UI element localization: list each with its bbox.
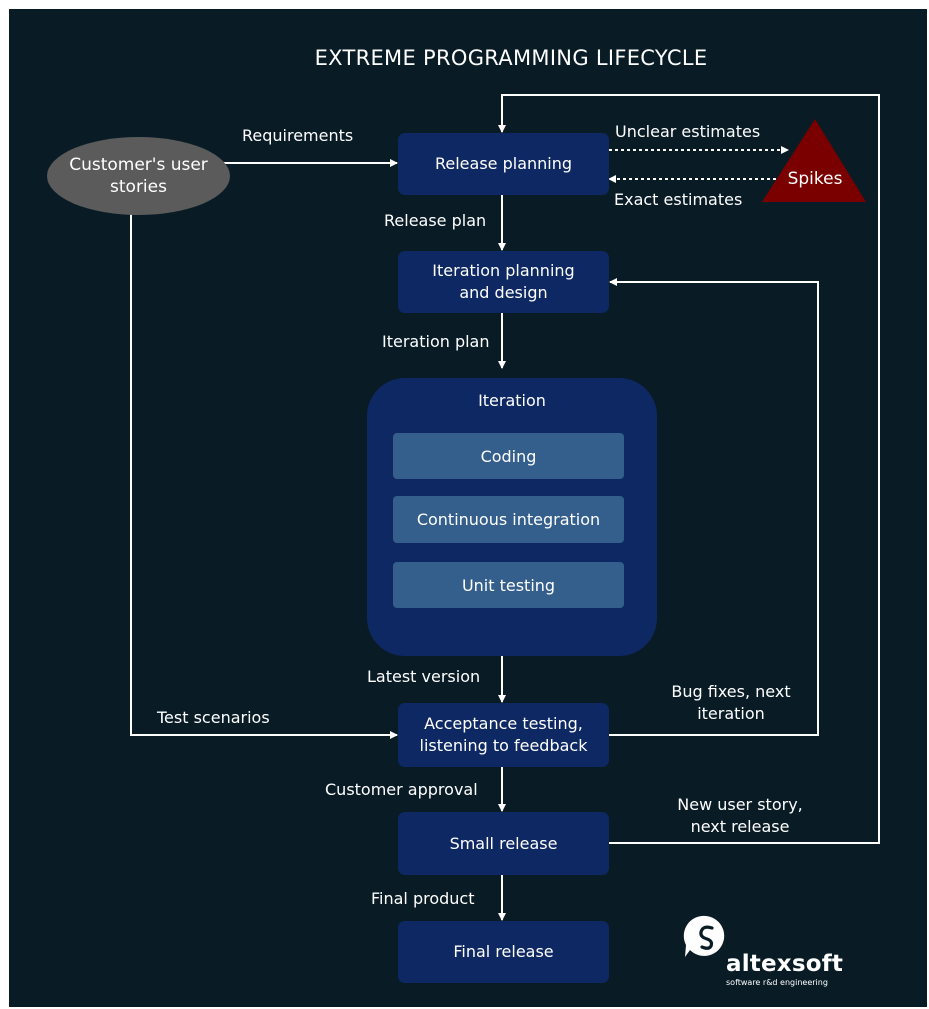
edge-bug-fixes <box>608 278 819 736</box>
continuous-integration-label: Continuous integration <box>416 510 601 529</box>
new-user-story-label: New user story, next release <box>677 795 803 836</box>
release-planning-label: Release planning <box>434 154 573 173</box>
unit-testing-node: Unit testing <box>393 562 624 608</box>
spikes-triangle <box>762 119 866 202</box>
unit-testing-label: Unit testing <box>461 575 556 595</box>
iteration-planning-node: Iteration planning and design <box>398 251 609 313</box>
final-release-label: Final release <box>453 942 554 961</box>
unclear-estimates-label: Unclear estimates <box>615 122 761 141</box>
customer-user-stories-node: Customer's user stories <box>47 137 230 215</box>
altexsoft-logo-mark <box>683 915 725 957</box>
final-release-node: Final release <box>398 921 609 983</box>
exact-estimates-label: Exact estimates <box>614 190 743 209</box>
customer-user-stories-label: Customer's user stories <box>69 155 208 197</box>
continuous-integration-node: Continuous integration <box>393 496 624 543</box>
coding-label: Coding <box>480 446 537 466</box>
acceptance-testing-node: Acceptance testing, listening to feedbac… <box>398 703 609 767</box>
customer-approval-label: Customer approval <box>325 780 478 799</box>
release-planning-node: Release planning <box>398 133 609 195</box>
small-release-label: Small release <box>449 833 558 853</box>
bug-fixes-label: Bug fixes, next iteration <box>671 682 791 723</box>
iteration-planning-label: Iteration planning and design <box>432 261 575 302</box>
coding-node: Coding <box>393 433 624 479</box>
iteration-label: Iteration <box>478 391 546 410</box>
edge-test-scenarios <box>130 206 398 739</box>
connector-lines <box>130 94 880 957</box>
release-plan-label: Release plan <box>384 211 487 230</box>
final-product-label: Final product <box>371 889 475 908</box>
small-release-node: Small release <box>398 812 609 875</box>
acceptance-testing-label: Acceptance testing, listening to feedbac… <box>419 714 588 755</box>
altexsoft-logo-tagline: software r&d engineering <box>726 978 828 987</box>
edge-new-user-story <box>498 94 880 844</box>
requirements-label: Requirements <box>242 126 354 145</box>
diagram-title: EXTREME PROGRAMMING LIFECYCLE <box>314 46 708 70</box>
spikes-label: Spikes <box>787 169 843 189</box>
altexsoft-logo-name: altexsoft <box>726 951 844 977</box>
latest-version-label: Latest version <box>367 667 481 686</box>
iteration-plan-label: Iteration plan <box>382 332 490 351</box>
diagram-canvas: EXTREME PROGRAMMING LIFECYCLE Customer's… <box>9 9 927 1007</box>
test-scenarios-label: Test scenarios <box>157 708 270 727</box>
